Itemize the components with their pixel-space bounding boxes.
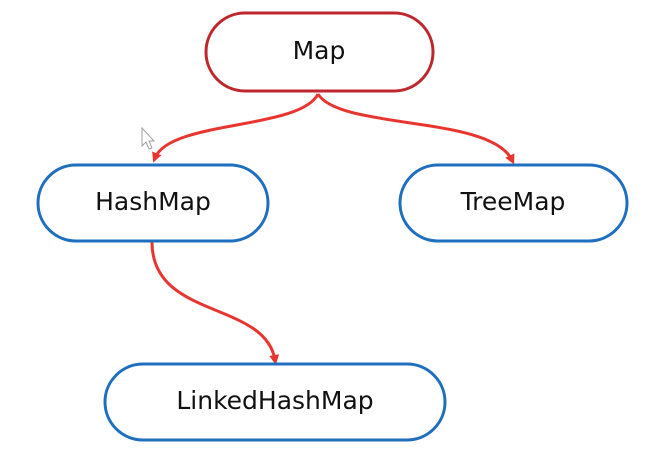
node-linkedhashmap-border (103, 362, 447, 442)
node-map-border (204, 11, 435, 93)
node-treemap-border (398, 163, 629, 243)
node-hashmap-border (36, 163, 270, 243)
node-hashmap-label: HashMap (95, 187, 211, 216)
edge-map-to-hashmap (152, 93, 320, 163)
mouse-pointer-icon (141, 126, 156, 150)
node-map[interactable]: Map (204, 11, 435, 93)
edge-map-to-treemap (316, 93, 515, 165)
node-treemap[interactable]: TreeMap (398, 163, 629, 243)
edge-hashmap-to-linkedhashmap (150, 239, 280, 365)
node-hashmap[interactable]: HashMap (36, 163, 270, 243)
node-map-label: Map (293, 36, 346, 65)
node-linkedhashmap[interactable]: LinkedHashMap (103, 362, 447, 442)
node-linkedhashmap-label: LinkedHashMap (176, 386, 373, 415)
node-treemap-label: TreeMap (460, 187, 566, 216)
